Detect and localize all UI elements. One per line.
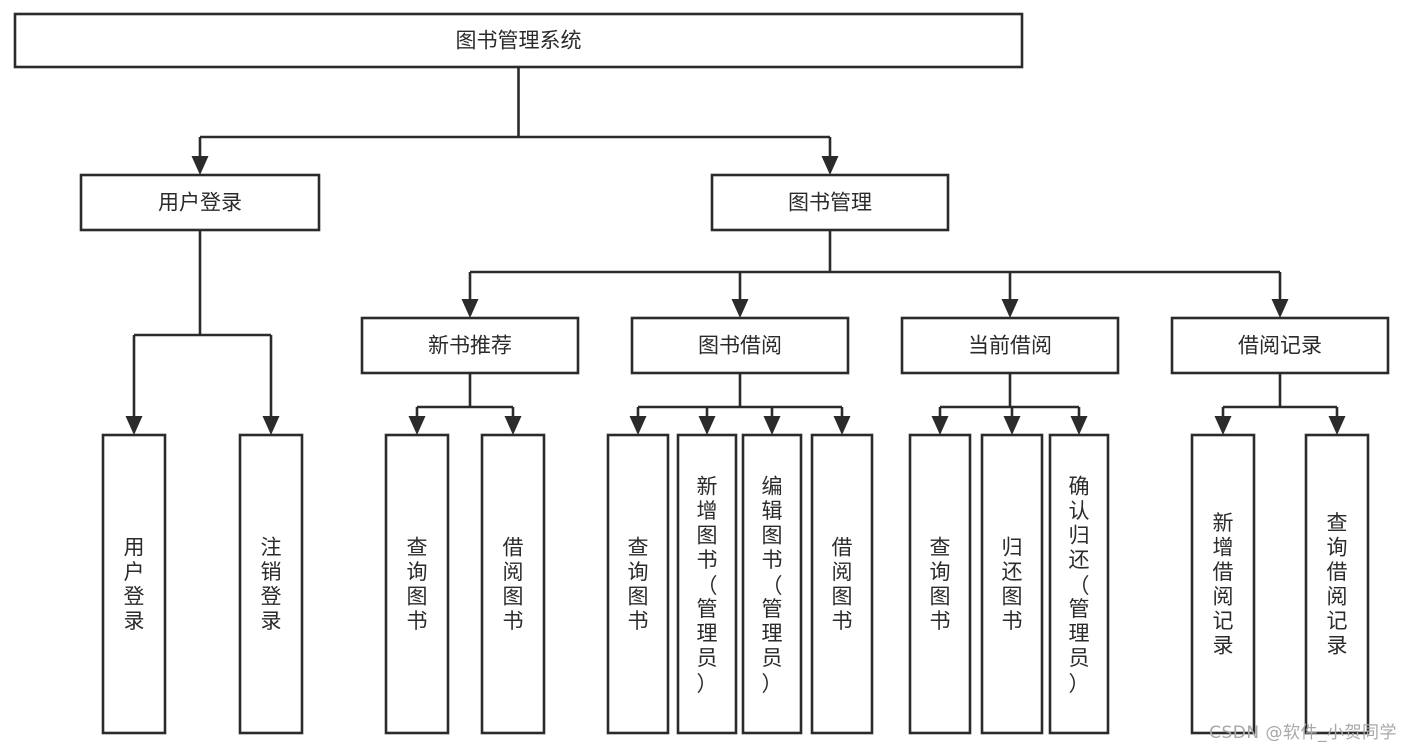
node-leaf-查询图书-4[interactable]: 查询图书 [606, 433, 670, 735]
node-rect [1048, 433, 1110, 735]
node-label: 确认归还（管理员） [1069, 474, 1090, 696]
node-level1-图书管理-1[interactable]: 图书管理 [710, 173, 950, 232]
node-rect [810, 433, 874, 735]
node-layer: 图书管理系统用户登录图书管理新书推荐图书借阅当前借阅借阅记录用户登录注销登录查询… [13, 12, 1390, 735]
arrowhead-图书管理系统-0 [191, 156, 209, 175]
node-label: 用户登录 [158, 191, 242, 215]
node-label: 图书管理系统 [456, 29, 582, 53]
node-label: 查询图书 [407, 536, 428, 634]
node-leaf-用户登录-0[interactable]: 用户登录 [101, 433, 167, 735]
arrowhead-图书借阅-2 [763, 416, 781, 435]
node-label: 借阅图书 [503, 536, 524, 634]
watermark: CSDN @软件_小贺同学 [1209, 723, 1397, 743]
arrowhead-当前借阅-1 [1003, 416, 1021, 435]
node-label: 注销登录 [261, 536, 282, 634]
node-rect [101, 433, 167, 735]
node-rect [606, 433, 670, 735]
node-leaf-借阅图书-3[interactable]: 借阅图书 [480, 433, 546, 735]
arrowhead-当前借阅-0 [931, 416, 949, 435]
node-leaf-查询图书-2[interactable]: 查询图书 [384, 433, 450, 735]
node-rect [908, 433, 972, 735]
node-rect [79, 173, 321, 232]
node-root-图书管理系统[interactable]: 图书管理系统 [13, 12, 1024, 69]
node-rect [360, 316, 580, 375]
node-rect [710, 173, 950, 232]
node-label: 归还图书 [1002, 536, 1023, 634]
node-label: 用户登录 [124, 536, 145, 634]
node-label: 新增图书（管理员） [697, 474, 718, 696]
node-rect [676, 433, 738, 735]
node-label: 图书借阅 [698, 334, 782, 358]
node-rect [1170, 316, 1390, 375]
node-level2-图书借阅-1[interactable]: 图书借阅 [630, 316, 850, 375]
arrowhead-图书借阅-0 [629, 416, 647, 435]
node-leaf-新增借阅记录-11[interactable]: 新增借阅记录 [1190, 433, 1256, 735]
node-leaf-查询图书-8[interactable]: 查询图书 [908, 433, 972, 735]
connector-layer [125, 67, 1346, 435]
node-label: 查询图书 [628, 536, 649, 634]
node-leaf-归还图书-9[interactable]: 归还图书 [980, 433, 1044, 735]
node-rect [480, 433, 546, 735]
arrowhead-图书管理系统-1 [821, 156, 839, 175]
node-level2-当前借阅-2[interactable]: 当前借阅 [900, 316, 1120, 375]
arrowhead-用户登录-1 [262, 416, 280, 435]
node-rect [1304, 433, 1370, 735]
arrowhead-图书管理-0 [461, 299, 479, 318]
arrowhead-借阅记录-1 [1328, 416, 1346, 435]
node-rect [1190, 433, 1256, 735]
node-rect [630, 316, 850, 375]
node-rect [384, 433, 450, 735]
arrowhead-用户登录-0 [125, 416, 143, 435]
node-label: 编辑图书（管理员） [762, 474, 783, 696]
arrowhead-当前借阅-2 [1070, 416, 1088, 435]
node-leaf-注销登录-1[interactable]: 注销登录 [238, 433, 304, 735]
node-label: 借阅图书 [832, 536, 853, 634]
node-leaf-确认归还管理员-10[interactable]: 确认归还（管理员） [1048, 433, 1110, 735]
node-rect [741, 433, 803, 735]
node-label: 新书推荐 [428, 334, 512, 358]
node-level2-借阅记录-3[interactable]: 借阅记录 [1170, 316, 1390, 375]
node-leaf-编辑图书管理员-6[interactable]: 编辑图书（管理员） [741, 433, 803, 735]
node-label: 图书管理 [788, 191, 872, 215]
node-rect [238, 433, 304, 735]
node-level1-用户登录-0[interactable]: 用户登录 [79, 173, 321, 232]
arrowhead-新书推荐-1 [504, 416, 522, 435]
node-leaf-查询借阅记录-12[interactable]: 查询借阅记录 [1304, 433, 1370, 735]
node-rect [13, 12, 1024, 69]
arrowhead-图书管理-3 [1271, 299, 1289, 318]
arrowhead-图书管理-2 [1001, 299, 1019, 318]
node-leaf-新增图书管理员-5[interactable]: 新增图书（管理员） [676, 433, 738, 735]
arrowhead-新书推荐-0 [408, 416, 426, 435]
node-label: 查询图书 [930, 536, 951, 634]
node-label: 新增借阅记录 [1213, 511, 1234, 658]
arrowhead-借阅记录-0 [1214, 416, 1232, 435]
arrowhead-图书借阅-3 [833, 416, 851, 435]
arrowhead-图书管理-1 [731, 299, 749, 318]
node-label: 当前借阅 [968, 334, 1052, 358]
node-level2-新书推荐-0[interactable]: 新书推荐 [360, 316, 580, 375]
node-rect [980, 433, 1044, 735]
arrowhead-图书借阅-1 [698, 416, 716, 435]
node-label: 查询借阅记录 [1327, 511, 1348, 658]
node-leaf-借阅图书-7[interactable]: 借阅图书 [810, 433, 874, 735]
node-rect [900, 316, 1120, 375]
node-label: 借阅记录 [1238, 334, 1322, 358]
